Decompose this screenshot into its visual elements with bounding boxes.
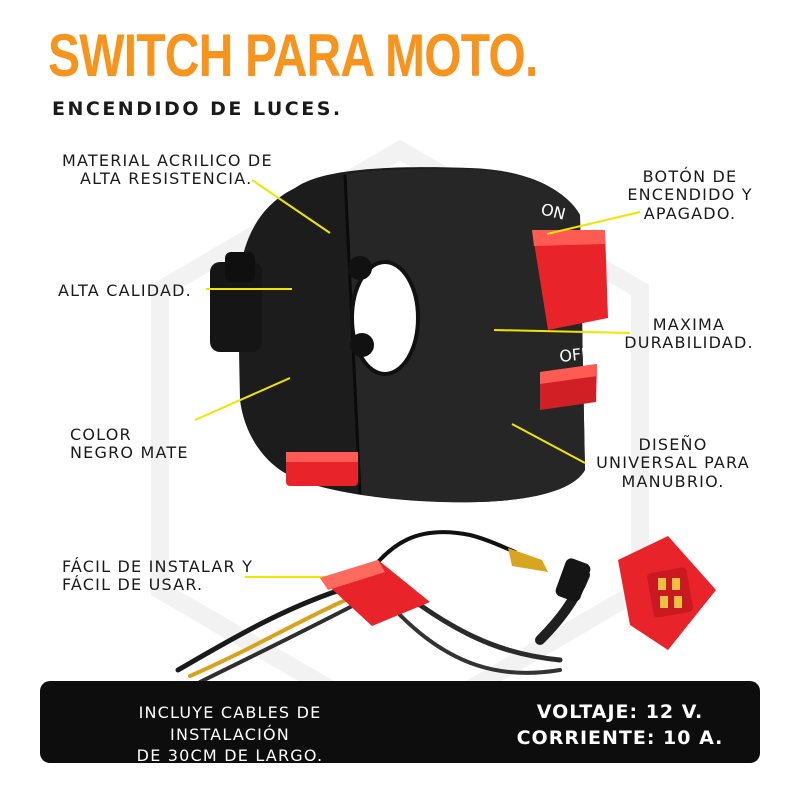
banner-specs: VOLTAJE: 12 V. CORRIENTE: 10 A. bbox=[505, 700, 735, 751]
page-subtitle: ENCENDIDO DE LUCES. bbox=[52, 98, 343, 120]
specs-banner bbox=[40, 681, 760, 763]
feature-design: DISEÑO UNIVERSAL PARA MANUBRIO. bbox=[596, 435, 750, 491]
feature-install: FÁCIL DE INSTALAR Y FÁCIL DE USAR. bbox=[62, 557, 254, 595]
voltage-spec: VOLTAJE: 12 V. bbox=[536, 701, 704, 723]
leader-lines bbox=[194, 179, 641, 578]
off-label: OFF bbox=[558, 344, 591, 366]
feature-quality: ALTA CALIDAD. bbox=[58, 281, 192, 300]
feature-durability: MAXIMA DURABILIDAD. bbox=[624, 315, 754, 353]
page-title: SWITCH PARA MOTO. bbox=[48, 22, 538, 89]
feature-color: COLOR NEGRO MATE bbox=[70, 425, 189, 463]
rocker-switch: ON OFF bbox=[532, 199, 608, 410]
switch-housing bbox=[210, 167, 585, 503]
feature-button: BOTÓN DE ENCENDIDO Y APAGADO. bbox=[627, 167, 753, 223]
feature-material: MATERIAL ACRILICO DE ALTA RESISTENCIA. bbox=[62, 151, 273, 189]
black-boot-connector bbox=[555, 558, 591, 602]
banner-includes: INCLUYE CABLES DE INSTALACIÓN DE 30CM DE… bbox=[136, 703, 324, 766]
bullet-terminal bbox=[508, 548, 548, 572]
current-spec: CORRIENTE: 10 A. bbox=[516, 726, 724, 749]
